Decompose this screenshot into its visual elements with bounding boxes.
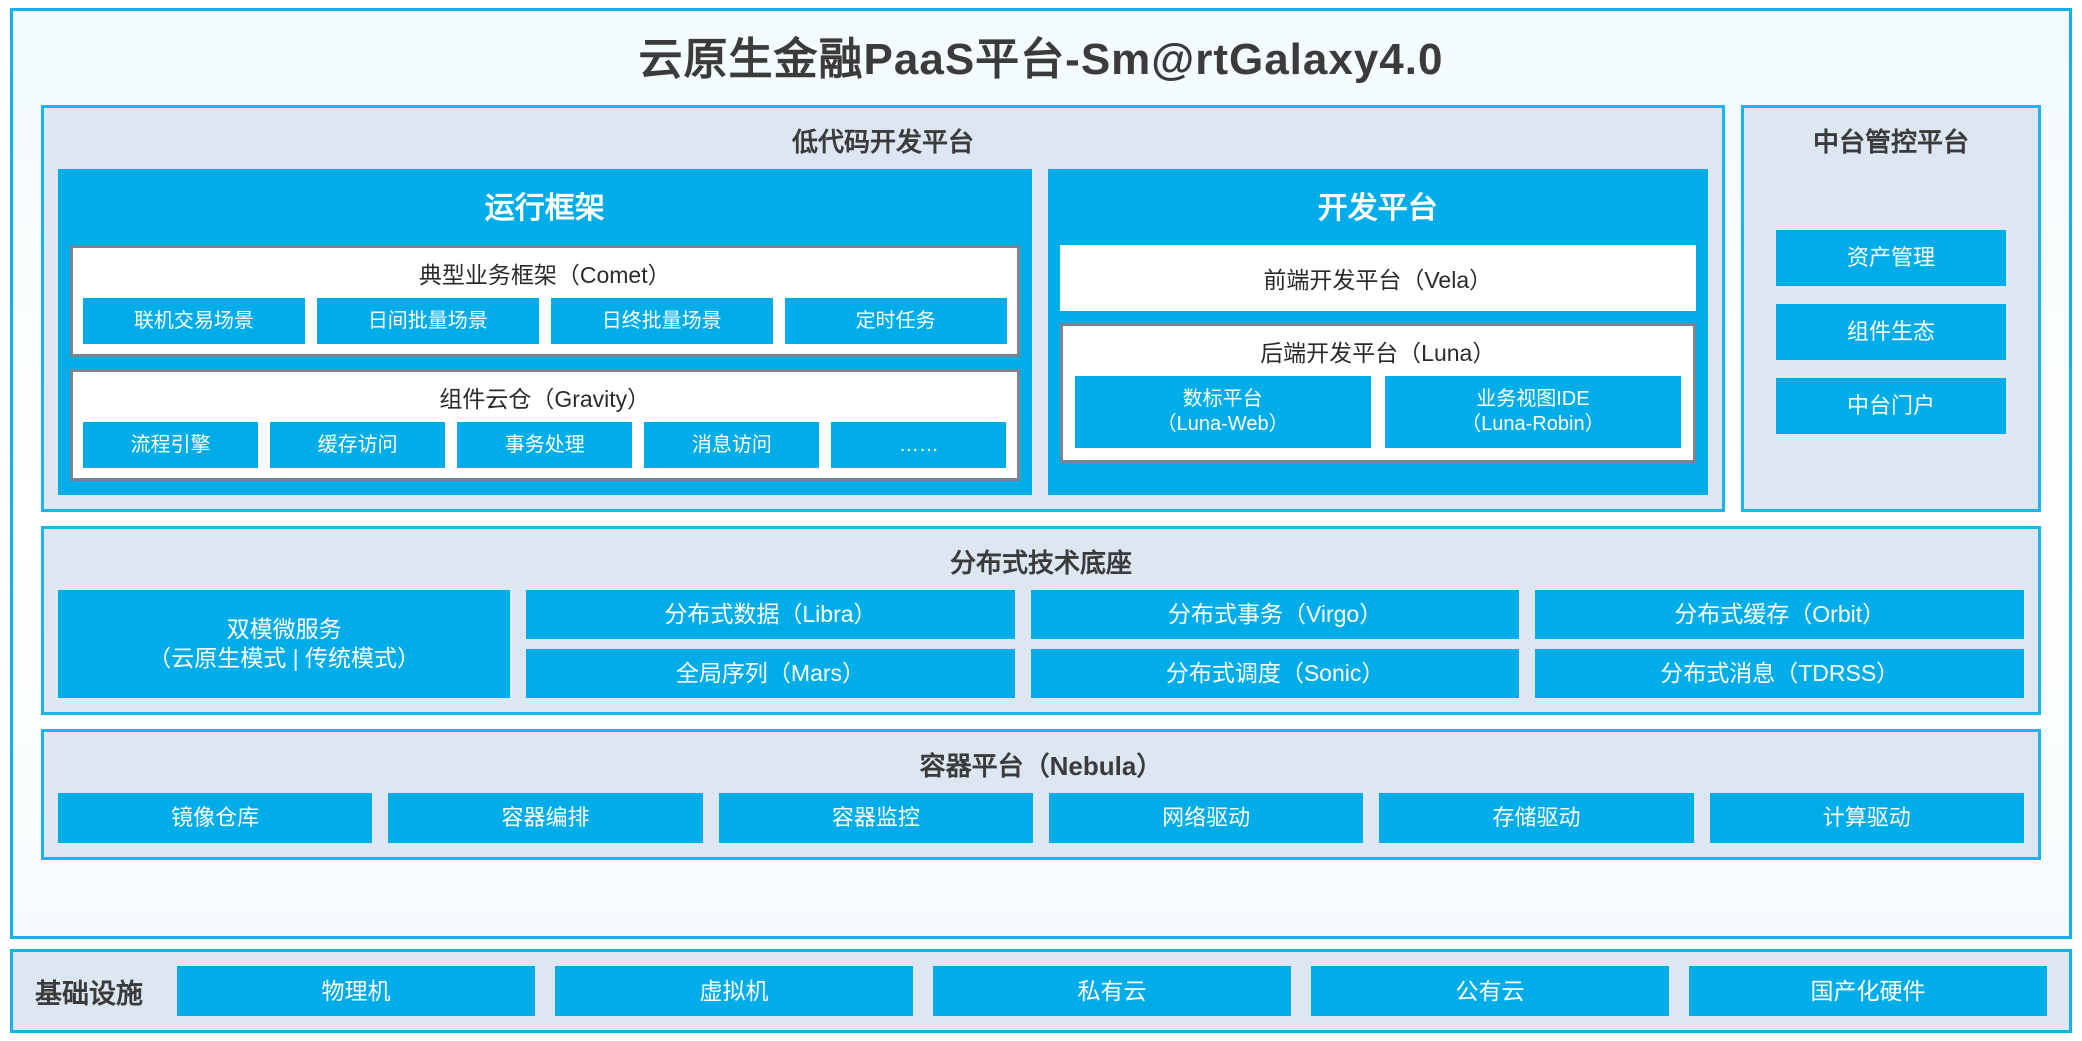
container-item-storage-driver[interactable]: 存储驱动 xyxy=(1379,793,1694,843)
distributed-message-tdrss[interactable]: 分布式消息（TDRSS） xyxy=(1535,649,2024,698)
luna-web-line2: （Luna-Web） xyxy=(1156,413,1289,435)
gravity-item[interactable]: 事务处理 xyxy=(457,422,633,468)
container-platform-title: 容器平台（Nebula） xyxy=(919,751,1163,781)
distributed-foundation-panel: 分布式技术底座 双模微服务 （云原生模式 | 传统模式） 分布式数据（Libra… xyxy=(41,526,2041,715)
container-item-monitoring[interactable]: 容器监控 xyxy=(718,793,1033,843)
luna-robin-item[interactable]: 业务视图IDE （Luna-Robin） xyxy=(1384,376,1681,448)
distributed-grid: 双模微服务 （云原生模式 | 传统模式） 分布式数据（Libra） 全局序列（M… xyxy=(58,590,2024,698)
comet-title: 典型业务框架（Comet） xyxy=(418,262,671,288)
container-item-row: 镜像仓库 容器编排 容器监控 网络驱动 存储驱动 计算驱动 xyxy=(58,793,2024,843)
management-item-component-eco[interactable]: 组件生态 xyxy=(1776,304,2006,360)
main-frame: 云原生金融PaaS平台-Sm@rtGalaxy4.0 低代码开发平台 运行框架 … xyxy=(10,8,2072,939)
dual-mode-microservice-col: 双模微服务 （云原生模式 | 传统模式） xyxy=(58,590,511,698)
comet-item[interactable]: 日终批量场景 xyxy=(550,298,773,344)
luna-web-line1: 数标平台 xyxy=(1182,388,1263,410)
lowcode-platform-title: 低代码开发平台 xyxy=(791,127,974,157)
lowcode-platform-panel: 低代码开发平台 运行框架 典型业务框架（Comet） 联机交易场景 日间批量场景… xyxy=(41,105,1725,512)
global-sequence-mars[interactable]: 全局序列（Mars） xyxy=(526,649,1015,698)
gravity-item[interactable]: 消息访问 xyxy=(644,422,820,468)
top-row: 低代码开发平台 运行框架 典型业务框架（Comet） 联机交易场景 日间批量场景… xyxy=(41,105,2041,512)
runtime-framework-heading: 运行框架 xyxy=(484,192,605,225)
dual-mode-line1: 双模微服务 xyxy=(226,616,342,643)
runtime-framework-box: 运行框架 典型业务框架（Comet） 联机交易场景 日间批量场景 日终批量场景 … xyxy=(58,169,1032,495)
luna-chip-row: 数标平台 （Luna-Web） 业务视图IDE （Luna-Robin） xyxy=(1063,376,1694,460)
gravity-chip-row: 流程引擎 缓存访问 事务处理 消息访问 …… xyxy=(73,422,1017,478)
management-item-portal[interactable]: 中台门户 xyxy=(1776,378,2006,434)
distributed-cache-orbit[interactable]: 分布式缓存（Orbit） xyxy=(1535,590,2024,639)
distributed-col-1: 分布式数据（Libra） 全局序列（Mars） xyxy=(526,590,1015,698)
gravity-item[interactable]: 流程引擎 xyxy=(83,422,259,468)
comet-item[interactable]: 定时任务 xyxy=(784,298,1007,344)
distributed-foundation-title: 分布式技术底座 xyxy=(949,548,1132,578)
distributed-col-3: 分布式缓存（Orbit） 分布式消息（TDRSS） xyxy=(1535,590,2024,698)
distributed-transaction-virgo[interactable]: 分布式事务（Virgo） xyxy=(1030,590,1520,639)
infrastructure-item-physical[interactable]: 物理机 xyxy=(177,966,535,1016)
dual-mode-microservice[interactable]: 双模微服务 （云原生模式 | 传统模式） xyxy=(58,590,511,698)
container-item-image-registry[interactable]: 镜像仓库 xyxy=(58,793,373,843)
infrastructure-item-public-cloud[interactable]: 公有云 xyxy=(1311,966,1669,1016)
container-item-orchestration[interactable]: 容器编排 xyxy=(388,793,703,843)
gravity-item-more[interactable]: …… xyxy=(831,422,1007,468)
dev-platform-box: 开发平台 前端开发平台（Vela） 后端开发平台（Luna） 数标平台 （Lun… xyxy=(1047,169,1708,495)
luna-title: 后端开发平台（Luna） xyxy=(1260,340,1496,366)
comet-item[interactable]: 联机交易场景 xyxy=(83,298,305,344)
infrastructure-label: 基础设施 xyxy=(35,978,143,1009)
frontend-dev-platform-vela[interactable]: 前端开发平台（Vela） xyxy=(1059,245,1696,311)
management-item-list: 资产管理 组件生态 中台门户 xyxy=(1758,169,2024,495)
distributed-scheduling-sonic[interactable]: 分布式调度（Sonic） xyxy=(1030,649,1520,698)
management-platform-title: 中台管控平台 xyxy=(1812,127,1969,157)
container-platform-panel: 容器平台（Nebula） 镜像仓库 容器编排 容器监控 网络驱动 存储驱动 计算… xyxy=(41,729,2041,860)
gravity-item[interactable]: 缓存访问 xyxy=(270,422,446,468)
comet-chip-row: 联机交易场景 日间批量场景 日终批量场景 定时任务 xyxy=(73,298,1017,354)
gravity-group: 组件云仓（Gravity） 流程引擎 缓存访问 事务处理 消息访问 …… xyxy=(70,369,1020,481)
backend-dev-platform-luna: 后端开发平台（Luna） 数标平台 （Luna-Web） 业务视图IDE （Lu… xyxy=(1059,323,1696,463)
management-item-asset[interactable]: 资产管理 xyxy=(1776,230,2006,286)
infrastructure-bar: 基础设施 物理机 虚拟机 私有云 公有云 国产化硬件 xyxy=(10,949,2072,1033)
luna-robin-line1: 业务视图IDE xyxy=(1476,388,1590,410)
lowcode-body: 运行框架 典型业务框架（Comet） 联机交易场景 日间批量场景 日终批量场景 … xyxy=(58,169,1708,495)
distributed-data-libra[interactable]: 分布式数据（Libra） xyxy=(526,590,1015,639)
page-title: 云原生金融PaaS平台-Sm@rtGalaxy4.0 xyxy=(638,35,1444,84)
container-item-network-driver[interactable]: 网络驱动 xyxy=(1048,793,1364,843)
infrastructure-item-virtual[interactable]: 虚拟机 xyxy=(555,966,913,1016)
dev-platform-heading: 开发平台 xyxy=(1317,192,1438,225)
comet-group: 典型业务框架（Comet） 联机交易场景 日间批量场景 日终批量场景 定时任务 xyxy=(70,245,1020,357)
distributed-col-2: 分布式事务（Virgo） 分布式调度（Sonic） xyxy=(1030,590,1520,698)
luna-robin-line2: （Luna-Robin） xyxy=(1461,413,1605,435)
luna-web-item[interactable]: 数标平台 （Luna-Web） xyxy=(1074,376,1371,448)
container-item-compute-driver[interactable]: 计算驱动 xyxy=(1709,793,2024,843)
gravity-title: 组件云仓（Gravity） xyxy=(439,386,651,412)
management-platform-panel: 中台管控平台 资产管理 组件生态 中台门户 xyxy=(1741,105,2041,512)
infrastructure-item-domestic-hardware[interactable]: 国产化硬件 xyxy=(1689,966,2047,1016)
infrastructure-item-private-cloud[interactable]: 私有云 xyxy=(933,966,1291,1016)
dual-mode-line2: （云原生模式 | 传统模式） xyxy=(148,645,420,671)
comet-item[interactable]: 日间批量场景 xyxy=(316,298,539,344)
